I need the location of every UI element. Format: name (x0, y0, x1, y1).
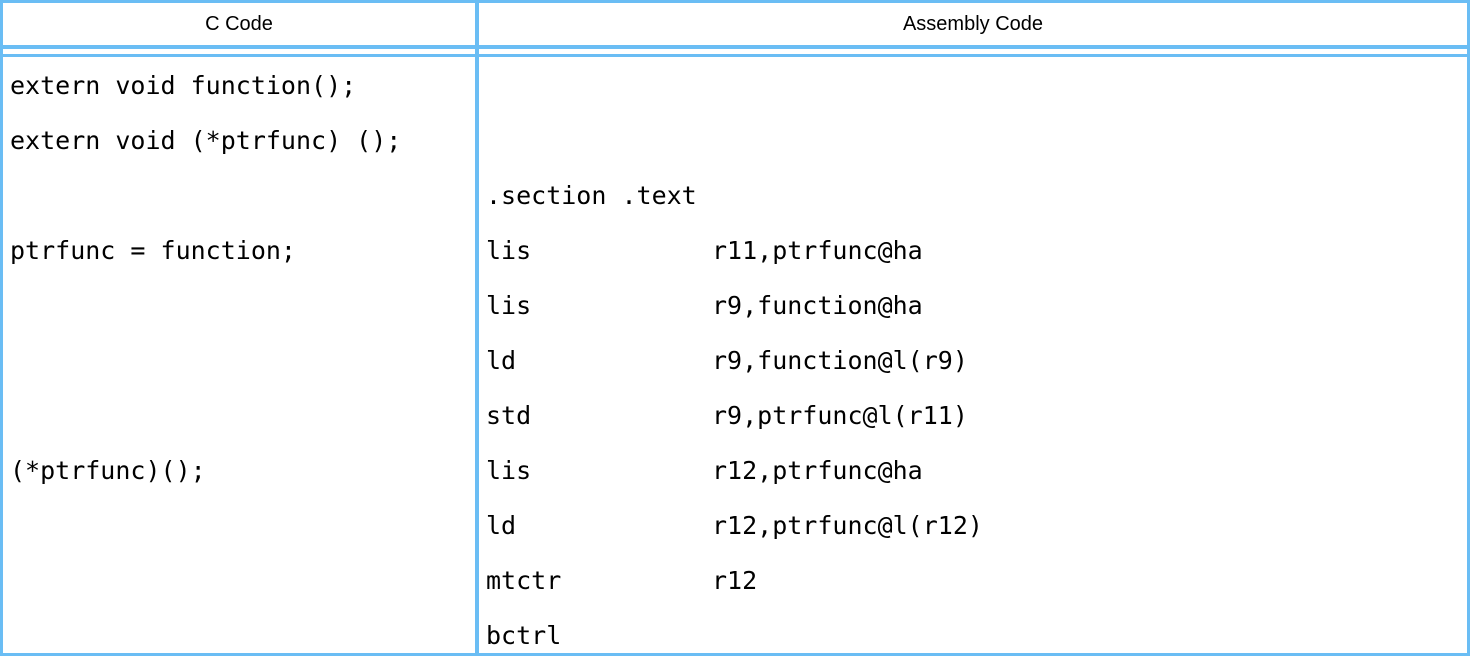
header-separator-rule-top (3, 45, 1467, 49)
c-code-line (10, 278, 475, 333)
asm-operands: r9,ptrfunc@l(r11) (712, 401, 968, 430)
c-code-line (10, 608, 475, 653)
asm-code-line: std r9,ptrfunc@l(r11) (486, 388, 1467, 443)
column-divider-rule (475, 3, 479, 653)
column-header-c-code-label: C Code (205, 12, 273, 35)
asm-code-line: mtctr r12 (486, 553, 1467, 608)
asm-operands: r12,ptrfunc@l(r12) (712, 511, 983, 540)
asm-code-line: lis r9,function@ha (486, 278, 1467, 333)
asm-operands: r11,ptrfunc@ha (712, 236, 923, 265)
c-code-line: ptrfunc = function; (10, 236, 296, 265)
asm-mnemonic: lis (486, 236, 532, 265)
c-code-cell: extern void function(); extern void (*pt… (3, 57, 475, 653)
c-code-line (10, 553, 475, 608)
asm-code-line: lis r11,ptrfunc@ha (486, 223, 1467, 278)
asm-mnemonic: .section .text (486, 181, 697, 210)
c-code-line (10, 388, 475, 443)
c-code-line: extern void function(); (10, 71, 357, 100)
asm-mnemonic: ld (486, 511, 517, 540)
asm-mnemonic: lis (486, 291, 532, 320)
asm-operands: r12,ptrfunc@ha (712, 456, 923, 485)
header-separator-rule-bottom (3, 54, 1467, 57)
asm-code-line (486, 113, 1467, 168)
column-header-assembly-code-label: Assembly Code (902, 12, 1044, 35)
c-code-line (10, 333, 475, 388)
asm-mnemonic: std (486, 401, 532, 430)
c-code-line (10, 498, 475, 553)
asm-code-line: lis r12,ptrfunc@ha (486, 443, 1467, 498)
asm-mnemonic: bctrl (486, 621, 562, 650)
c-code-line (10, 168, 475, 223)
asm-code-line: ld r9,function@l(r9) (486, 333, 1467, 388)
asm-mnemonic: mtctr (486, 566, 562, 595)
column-header-assembly-code: Assembly Code (479, 3, 1467, 45)
asm-code-line: bctrl (486, 608, 1467, 653)
asm-operands: r12 (712, 566, 758, 595)
assembly-code-cell: .section .text lis r11,ptrfunc@ha lis r9,f… (479, 57, 1467, 653)
c-code-line: extern void (*ptrfunc) (); (10, 126, 402, 155)
asm-code-line: ld r12,ptrfunc@l(r12) (486, 498, 1467, 553)
asm-mnemonic: ld (486, 346, 517, 375)
asm-code-line: .section .text (486, 168, 1467, 223)
asm-code-line (486, 58, 1467, 113)
asm-operands: r9,function@ha (712, 291, 923, 320)
asm-mnemonic: lis (486, 456, 532, 485)
column-header-c-code: C Code (3, 3, 475, 45)
c-code-line: (*ptrfunc)(); (10, 456, 206, 485)
asm-operands: r9,function@l(r9) (712, 346, 968, 375)
